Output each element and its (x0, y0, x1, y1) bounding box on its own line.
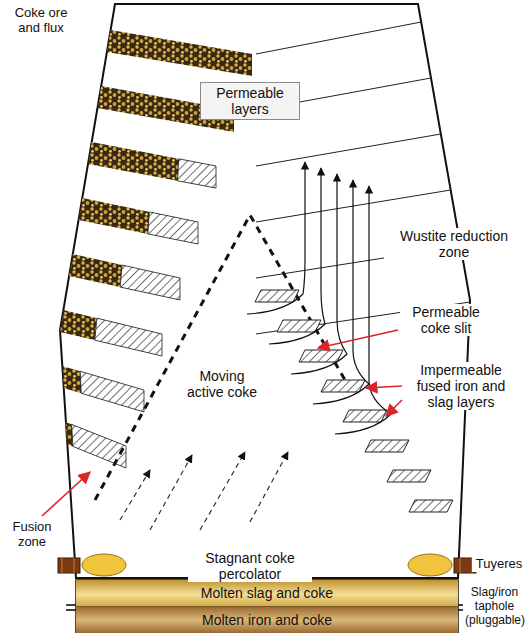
annotation-label: Tuyeres (472, 557, 526, 572)
annotation-label: Impermeable fused iron and slag layers (404, 362, 518, 410)
fused-slab (387, 470, 431, 482)
fusion-hatch (80, 371, 144, 412)
coke-ore-band (69, 254, 180, 300)
gas-flow-arrow (247, 162, 305, 314)
fused-slab (365, 440, 409, 452)
gas-flow-arrow (269, 168, 325, 344)
fusion-hatch (120, 265, 180, 300)
iron-band: Molten iron and coke (76, 607, 458, 633)
annotation-label: Slag/iron taphole (pluggable) (463, 586, 526, 627)
annotation-label: Fusion zone (4, 520, 60, 550)
process-box: Permeable layers (200, 82, 300, 120)
fusion-hatch (178, 159, 216, 188)
coke-ore-band (62, 366, 144, 412)
node-text: Molten slag and coke (201, 585, 333, 601)
annotation-label: Moving active coke (180, 368, 264, 400)
fused-slab (321, 380, 365, 392)
fused-layers (247, 162, 453, 512)
coke-ore-band (107, 30, 252, 76)
slag-band: Molten slag and coke (76, 580, 458, 607)
layer-line (256, 134, 441, 166)
hearth (76, 580, 458, 633)
annotation-label: Permeable coke slit (400, 304, 492, 336)
fused-slab (343, 410, 387, 422)
layer-line (256, 22, 421, 54)
fusion-hatch (148, 212, 198, 244)
fusion-hatch (95, 318, 162, 356)
annotation-label: Stagnant coke percolator (188, 550, 312, 582)
gas-flow-arrow (335, 186, 391, 434)
furnace-shell (60, 4, 470, 578)
cohesive-boundary (95, 215, 345, 500)
annotation-label: Coke ore and flux (4, 6, 78, 36)
node-text: Molten iron and coke (202, 612, 332, 628)
leader-arrows (42, 330, 402, 516)
fusion-hatch (72, 424, 126, 468)
fused-slab (255, 290, 299, 302)
coke-ore-band (79, 198, 198, 244)
annotation-label: Wustite reduction zone (384, 228, 524, 260)
fused-slab (277, 320, 321, 332)
coke-flow-arrows (120, 452, 288, 530)
tuyere-left (58, 554, 126, 576)
gas-flow-arrow (313, 180, 369, 404)
node-text: Permeable layers (205, 85, 295, 117)
fused-slab (299, 350, 343, 362)
fused-slab (409, 500, 453, 512)
layer-lines (256, 22, 470, 334)
tuyere-right (408, 554, 476, 576)
coke-ore-band (88, 142, 216, 188)
coke-ore-band (60, 310, 162, 356)
